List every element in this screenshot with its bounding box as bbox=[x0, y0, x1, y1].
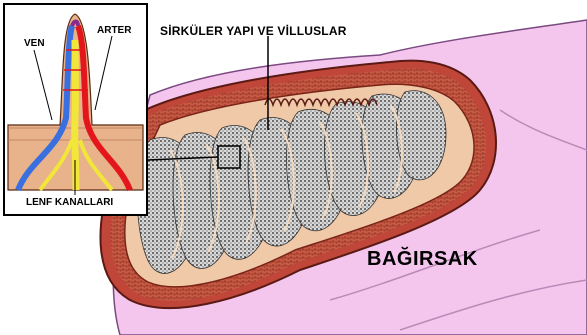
circular-folds-villi-label: SİRKÜLER YAPI VE VİLLUSLAR bbox=[160, 24, 347, 38]
artery-label: ARTER bbox=[97, 25, 131, 36]
intestine-label: BAĞIRSAK bbox=[367, 248, 478, 271]
lymph-channels-label: LENF KANALLARI bbox=[26, 197, 113, 208]
vein-label: VEN bbox=[24, 38, 45, 49]
